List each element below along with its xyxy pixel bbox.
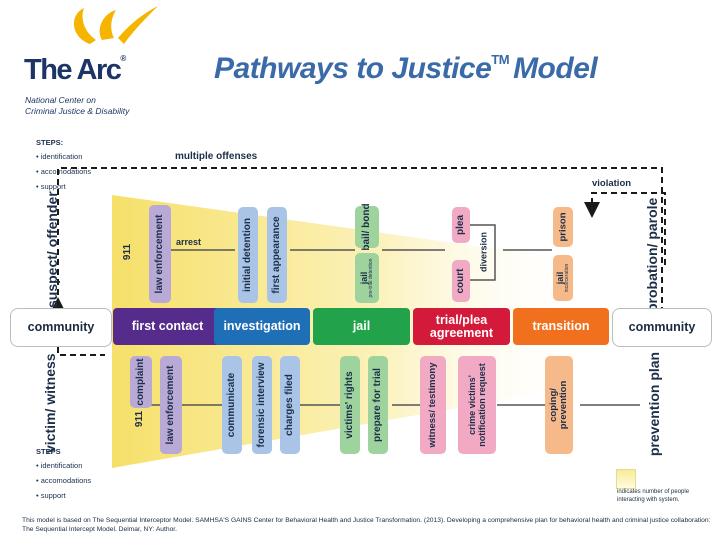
arrest-label: arrest: [176, 237, 202, 247]
step-charges-filed: charges filed: [280, 356, 300, 454]
legend-gradient-swatch: [616, 469, 636, 489]
step-diversion: diversion: [478, 231, 489, 273]
logo-subtitle: National Center on Criminal Justice & Di…: [25, 95, 130, 116]
arc-logo-wordmark: The Arc®: [24, 54, 127, 86]
steps-list-bottom: STEPS • identification • accomodations •…: [36, 447, 92, 500]
legend-text: indicates number of people interacting w…: [617, 489, 690, 503]
stage-trial-plea-agreement: trial/plea agreement: [413, 308, 510, 345]
stage-investigation: investigation: [214, 308, 310, 345]
stage-community-left: community: [10, 308, 112, 347]
step-communicate: communicate: [222, 356, 242, 454]
steps-list-top: STEPS: • identification • accomodations …: [36, 138, 92, 191]
step-court: court: [452, 260, 470, 302]
step-victims-rights: victims' rights: [340, 356, 360, 454]
step-first-appearance: first appearance: [267, 207, 287, 303]
step-prepare-for-trial: prepare for trial: [368, 356, 388, 454]
multiple-offenses-label: multiple offenses: [175, 151, 258, 162]
prevention-plan-label: prevention plan: [646, 351, 662, 457]
step-bail-bond: bail/ bond: [355, 203, 379, 251]
stage-jail: jail: [313, 308, 410, 345]
arc-logo-swoosh-icon: [73, 6, 158, 44]
step-prison: prison: [553, 207, 573, 247]
probation-parole-label: probation/ parole: [644, 197, 660, 312]
stage-community-right: community: [612, 308, 712, 347]
stage-first-contact: first contact: [113, 308, 222, 345]
violation-label: violation: [592, 178, 632, 189]
step-complaint: complaint: [130, 356, 152, 408]
step-911-top: 911: [122, 243, 133, 261]
suspect-offender-label: suspect/ offender: [44, 191, 60, 308]
victim-witness-label: victim/ witness: [42, 353, 58, 453]
stage-transition: transition: [513, 308, 609, 345]
step-law-enforcement-bottom: law enforcement: [160, 356, 182, 454]
step-initial-detention: initial detention: [238, 207, 258, 303]
step-crime-victims-notification: crime victims' notification request: [458, 356, 496, 454]
step-witness-testimony: witness/ testimony: [420, 356, 446, 454]
step-plea: plea: [452, 207, 470, 243]
step-law-enforcement-top: law enforcement: [149, 205, 171, 303]
step-forensic-interview: forensic interview: [252, 356, 272, 454]
step-coping-prevention: coping/ prevention: [545, 356, 573, 454]
footer-citation: This model is based on The Sequential In…: [22, 517, 711, 533]
